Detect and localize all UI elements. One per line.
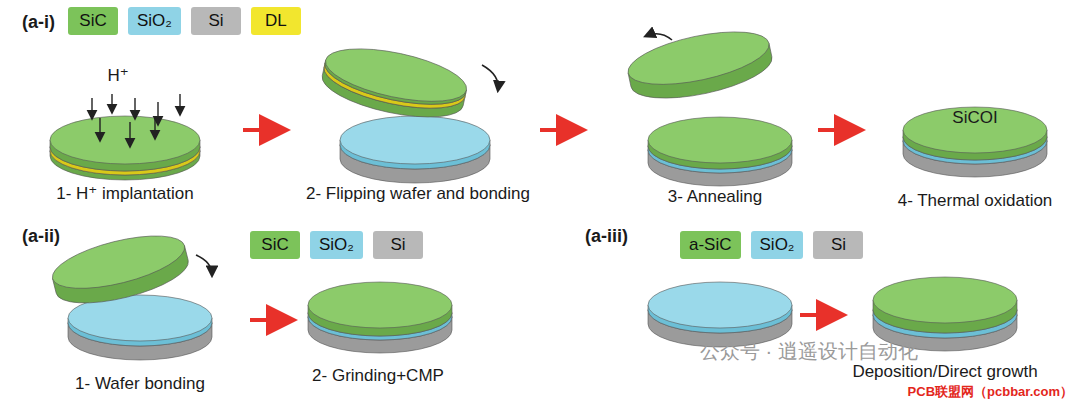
step-caption: H⁺ [107,66,128,86]
legend-swatch: SiO₂ [310,231,363,259]
motion-arrow [196,34,672,275]
wafer-top [47,225,189,299]
implant-arrow [91,98,92,118]
step-caption: 4- Thermal oxidation [898,191,1053,211]
implant-arrow [134,98,135,118]
legend-text: Si [208,11,223,30]
legend-swatch: Si [191,7,241,35]
process-arrow [243,130,858,320]
wafer-top [903,107,1047,153]
wafer-stack [903,107,1047,177]
wafer-top [624,22,774,95]
wafer-top [873,277,1017,323]
implant-arrow [129,122,130,146]
legend-swatch: DL [251,7,301,35]
legend-swatch: SiO₂ [128,7,181,35]
step-caption: 2- Flipping wafer and bonding [306,184,530,204]
legend-text: a-SiC [689,235,732,254]
legend-swatch: Si [373,231,423,259]
wafer-stack [648,117,792,186]
wafer-stack [624,22,777,109]
step-caption: 1- H⁺ implantation [56,184,193,204]
legend-swatch: SiO₂ [751,231,804,259]
implant-arrow [179,94,180,114]
legend-text: SiO₂ [137,11,172,30]
legend-text: SiC [79,11,106,30]
implant-arrows [92,94,180,146]
wafer-stack [340,116,490,183]
wafer-top [321,39,471,112]
legend-swatch: Si [813,231,863,259]
wafer-stack [648,282,792,347]
wafer-stack [68,295,212,360]
step-caption: 1- Wafer bonding [75,374,205,394]
step-caption: Deposition/Direct growth [852,362,1037,382]
wafer-stack [50,116,200,180]
panel-label: (a-iii) [585,226,628,246]
wafer-stack [47,225,193,313]
wafer-top [308,282,452,328]
wafer-stack [873,277,1017,351]
step-caption: 2- Grinding+CMP [312,366,444,386]
legend-text: SiO₂ [319,235,354,254]
panel-label: (a-i) [22,12,55,32]
wafer-stack [308,282,452,353]
step-caption: 3- Annealing [668,187,763,207]
legend-swatch: a-SiC [680,231,741,259]
watermark: PCB联盟网（pcbbar.com） [908,384,1073,399]
implant-arrow [154,118,155,138]
wafer-top [648,282,792,328]
legend-text: SiO₂ [760,235,795,254]
panel-label: (a-ii) [22,226,60,246]
implant-arrow [99,118,100,140]
legend-text: DL [265,11,287,30]
wafer-top [340,116,490,164]
step-caption: SiCOI [952,108,997,128]
implant-arrow [111,94,112,112]
legend-swatch: SiC [250,231,300,259]
legend-text: Si [390,235,405,254]
legend-swatch: SiC [68,7,118,35]
wafer-top [50,116,200,164]
implant-arrow [157,102,158,124]
wafer-top [648,117,792,163]
legend-text: SiC [261,235,288,254]
legend-text: Si [831,235,846,254]
wafer-stack [318,39,471,128]
watermark: 公众号 · 逍遥设计自动化 [700,340,918,362]
